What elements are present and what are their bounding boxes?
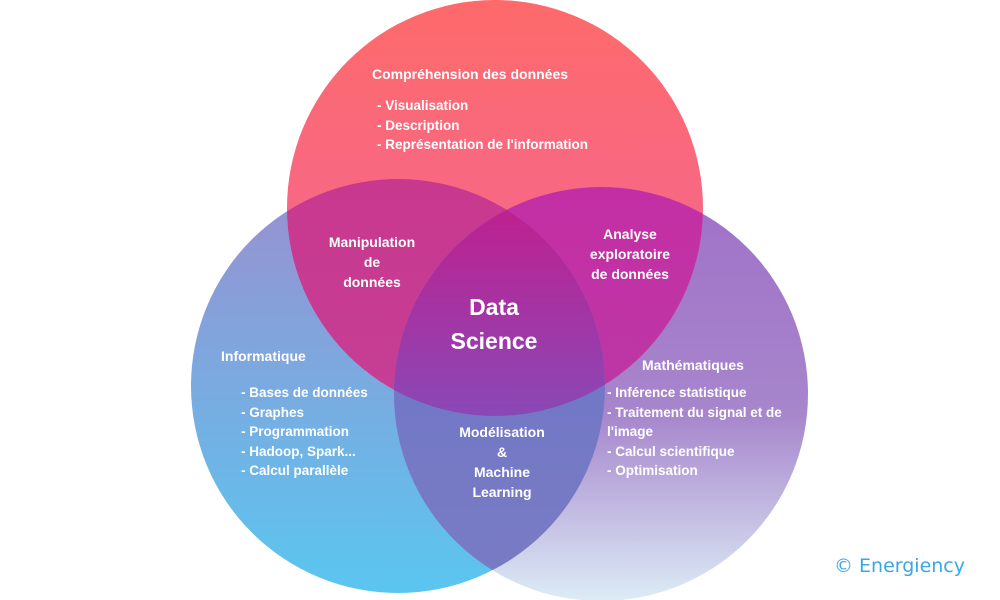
- list-item: - Bases de données: [241, 385, 368, 400]
- list-item: - Inférence statistique: [607, 385, 747, 400]
- label-line: Learning: [472, 484, 532, 500]
- list-item: - Calcul parallèle: [241, 463, 349, 478]
- list-informatique: - Bases de données - Graphes - Programma…: [241, 383, 368, 481]
- title-mathematiques: Mathématiques: [642, 357, 744, 373]
- list-item: - Description: [377, 117, 460, 133]
- title-comprehension: Compréhension des données: [372, 66, 569, 82]
- title-informatique: Informatique: [221, 348, 306, 364]
- label-analyse-exploratoire: Analyse exploratoire de données: [570, 224, 690, 284]
- label-line: de données: [591, 266, 669, 282]
- label-line: Machine: [473, 464, 530, 480]
- list-item: - Programmation: [241, 424, 350, 439]
- label-modelisation-machine-learning: Modélisation & Machine Learning: [442, 422, 562, 502]
- label-line: Data: [469, 294, 519, 320]
- list-item: - Calcul scientifique: [607, 443, 735, 459]
- list-item: - Visualisation: [377, 98, 469, 113]
- label-line: Science: [450, 328, 538, 354]
- list-item: - Représentation de l'information: [377, 137, 588, 152]
- label-line: données: [343, 274, 401, 290]
- list-item: - Hadoop, Spark...: [241, 443, 356, 459]
- list-mathematiques: - Inférence statistique - Traitement du …: [607, 383, 785, 481]
- list-item: - Optimisation: [607, 463, 698, 478]
- label-line: de: [363, 254, 381, 270]
- label-line: exploratoire: [589, 246, 671, 262]
- label-line: &: [496, 444, 508, 460]
- label-line: Manipulation: [328, 234, 416, 250]
- list-item: - Graphes: [241, 404, 305, 420]
- label-line: Modélisation: [459, 424, 545, 440]
- list-item: - Traitement du signal et de l'image: [607, 404, 782, 440]
- list-comprehension: - Visualisation - Description - Représen…: [377, 96, 588, 155]
- credit-text: © Energiency: [833, 555, 965, 577]
- label-manipulation-de-donnees: Manipulation de données: [312, 232, 432, 292]
- label-line: Analyse: [603, 226, 657, 242]
- label-data-science: Data Science: [434, 290, 554, 358]
